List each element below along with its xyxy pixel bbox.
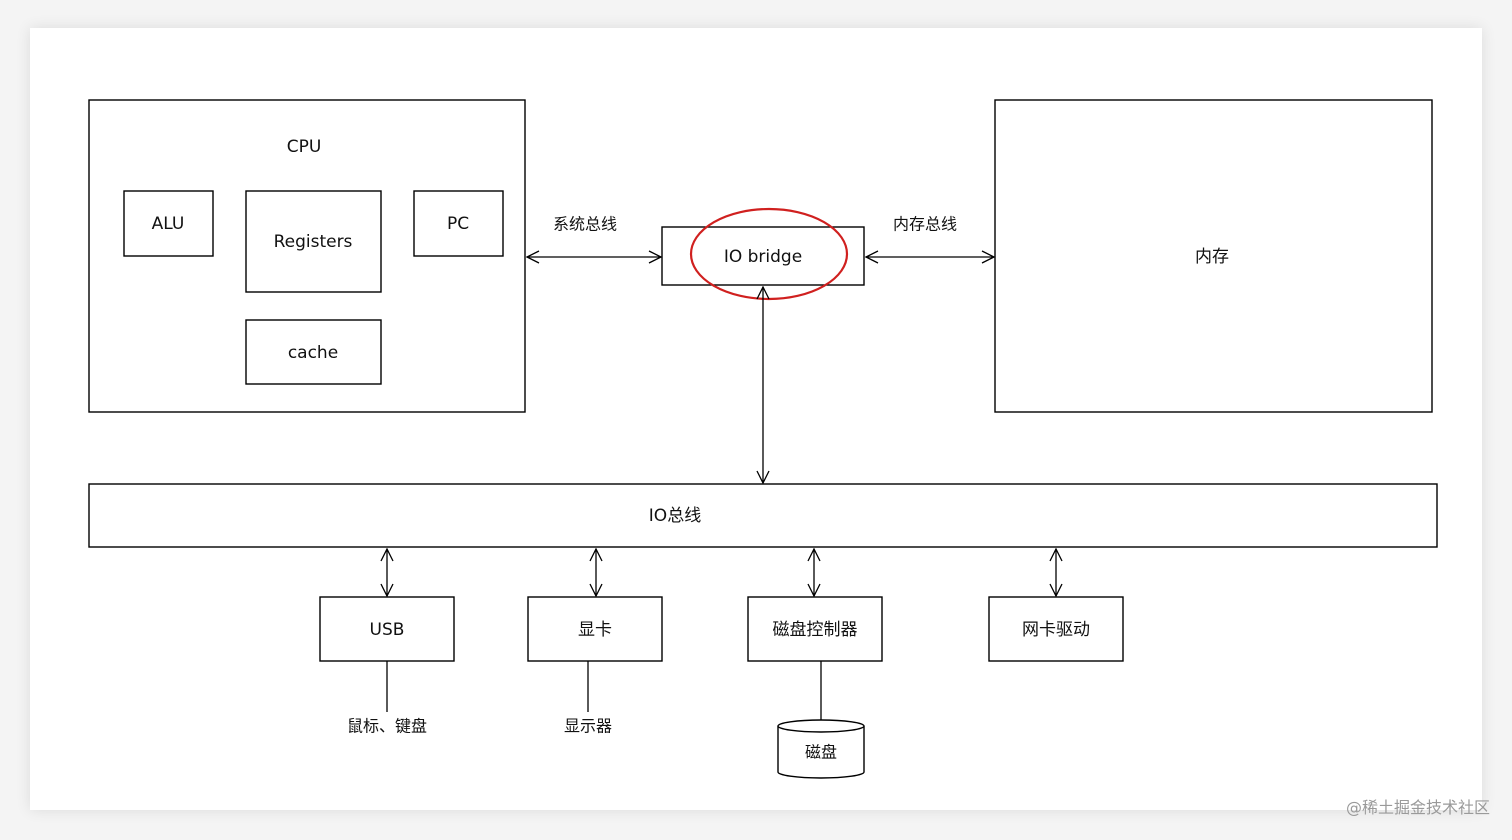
memory-box: [994, 99, 1433, 413]
memory-label: 内存: [1195, 247, 1229, 267]
cache-box: [245, 319, 382, 385]
io-bridge-label: IO bridge: [724, 247, 802, 267]
registers-box: [245, 190, 382, 293]
graphics-card-box: [527, 596, 663, 662]
alu-label: ALU: [152, 214, 185, 234]
nic-driver-box: [988, 596, 1124, 662]
disk-controller-label: 磁盘控制器: [773, 620, 858, 640]
graphics-card-label: 显卡: [578, 620, 612, 640]
usb-label: USB: [370, 620, 405, 640]
watermark: @稀土掘金技术社区: [1345, 798, 1490, 817]
monitor-label: 显示器: [564, 717, 612, 736]
cache-label: cache: [288, 343, 338, 363]
nic-driver-label: 网卡驱动: [1022, 620, 1090, 640]
alu-box: [123, 190, 214, 257]
disk-controller-box: [747, 596, 883, 662]
memory-bus-label: 内存总线: [893, 215, 957, 234]
io-bus-label: IO总线: [649, 506, 701, 526]
disk-label: 磁盘: [805, 743, 837, 762]
io-bus-box: [88, 483, 1438, 548]
cpu-title: CPU: [287, 137, 322, 157]
registers-label: Registers: [274, 232, 353, 252]
pc-label: PC: [447, 214, 469, 234]
disk-cylinder-icon: [777, 719, 865, 779]
system-bus-label: 系统总线: [553, 215, 617, 234]
mouse-keyboard-label: 鼠标、键盘: [347, 717, 427, 736]
pc-box: [413, 190, 504, 257]
